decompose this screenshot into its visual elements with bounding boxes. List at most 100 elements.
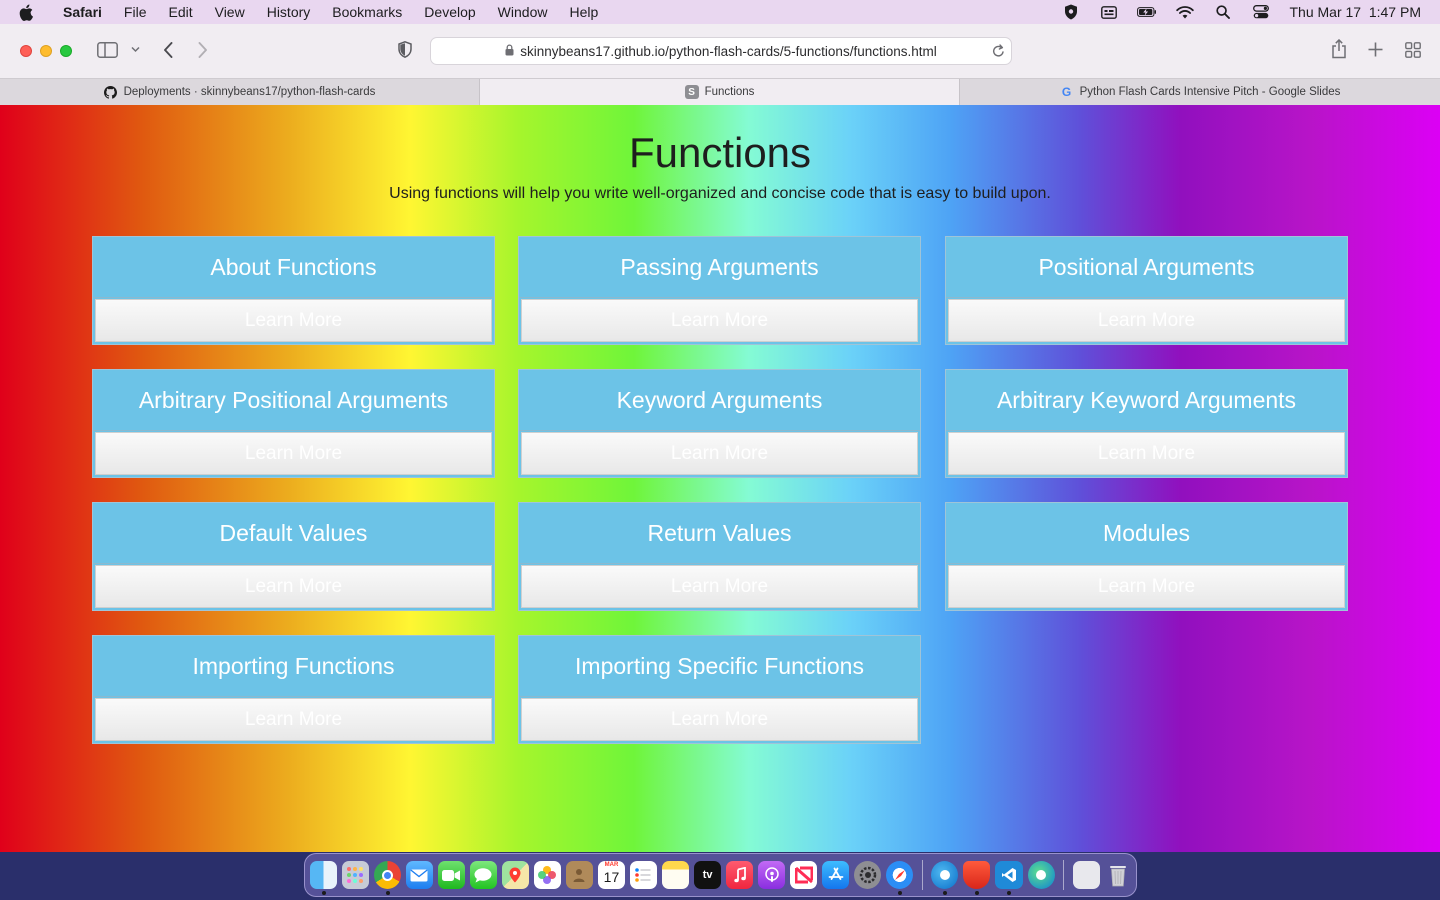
card-passing-arguments: Passing Arguments Learn More [518,236,921,345]
keyboard-input-icon[interactable] [1099,4,1119,20]
learn-more-button[interactable]: Learn More [521,565,918,608]
menu-file[interactable]: File [123,4,147,20]
calendar-day: 17 [603,869,620,885]
privacy-shield-icon[interactable] [398,41,412,58]
tab-functions[interactable]: S Functions [480,79,960,105]
s-favicon-icon: S [684,85,699,99]
tab-label: Deployments · skinnybeans17/python-flash… [123,86,376,98]
new-tab-plus-icon[interactable] [1368,42,1383,57]
learn-more-button[interactable]: Learn More [95,698,492,741]
card-return-values: Return Values Learn More [518,502,921,611]
finder-icon[interactable] [309,861,337,895]
address-bar[interactable]: skinnybeans17.github.io/python-flash-car… [430,37,1012,65]
menu-bar: Safari File Edit View History Bookmarks … [0,0,1440,24]
tab-overview-icon[interactable] [1405,42,1421,58]
photos-icon[interactable] [533,861,561,889]
learn-more-button[interactable]: Learn More [521,432,918,475]
close-window-button[interactable] [20,45,32,57]
tab-label: Functions [704,86,755,98]
messages-icon[interactable] [469,861,497,889]
edge-icon[interactable] [1027,861,1055,889]
news-icon[interactable] [790,861,818,889]
learn-more-button[interactable]: Learn More [521,698,918,741]
card-arbitrary-positional-arguments: Arbitrary Positional Arguments Learn Mor… [92,369,495,478]
learn-more-button[interactable]: Learn More [95,565,492,608]
card-title: Importing Functions [93,636,494,697]
contacts-icon[interactable] [565,861,593,889]
menu-edit[interactable]: Edit [168,4,193,20]
wifi-icon[interactable] [1175,4,1195,20]
card-title: About Functions [93,237,494,298]
menu-window[interactable]: Window [497,4,548,20]
menu-bookmarks[interactable]: Bookmarks [332,4,403,20]
menu-view[interactable]: View [214,4,245,20]
back-arrow-icon[interactable] [163,42,173,58]
vscode-icon[interactable] [995,861,1023,895]
brave-browser-icon[interactable] [963,861,991,895]
card-title: Return Values [519,503,920,564]
minimize-window-button[interactable] [40,45,52,57]
tab-group-chevron-down-icon[interactable] [131,46,140,53]
learn-more-button[interactable]: Learn More [948,432,1345,475]
learn-more-button[interactable]: Learn More [521,299,918,342]
apple-tv-icon[interactable]: tv [694,861,722,889]
card-importing-specific-functions: Importing Specific Functions Learn More [518,635,921,744]
edge-dev-icon[interactable] [931,861,959,895]
music-icon[interactable] [726,861,754,889]
learn-more-button[interactable]: Learn More [95,432,492,475]
page-subtitle: Using functions will help you write well… [389,185,1051,202]
clock[interactable]: Thu Mar 17 1:47 PM [1289,4,1421,20]
url-text: skinnybeans17.github.io/python-flash-car… [520,43,937,59]
forward-arrow-icon[interactable] [198,42,208,58]
dock-separator [921,860,923,890]
tab-google-slides[interactable]: G Python Flash Cards Intensive Pitch - G… [960,79,1440,105]
window-controls [20,45,72,57]
dock: MAR 17 tv [304,853,1137,897]
web-page: Functions Using functions will help you … [0,105,1440,852]
learn-more-button[interactable]: Learn More [948,565,1345,608]
learn-more-button[interactable]: Learn More [95,299,492,342]
downloads-folder-icon[interactable] [1072,861,1100,889]
share-icon[interactable] [1331,39,1347,59]
menu-app-safari[interactable]: Safari [63,4,102,20]
browser-toolbar: skinnybeans17.github.io/python-flash-car… [0,24,1440,78]
zoom-window-button[interactable] [60,45,72,57]
safari-icon[interactable] [886,861,914,895]
menu-help[interactable]: Help [569,4,599,20]
chrome-icon[interactable] [373,861,401,895]
battery-charging-icon[interactable] [1137,4,1157,20]
control-center-icon[interactable] [1251,4,1271,20]
app-store-icon[interactable] [822,861,850,889]
facetime-icon[interactable] [437,861,465,889]
mail-icon[interactable] [405,861,433,889]
sidebar-toggle-icon[interactable] [97,42,118,58]
system-preferences-icon[interactable] [854,861,882,889]
notes-icon[interactable] [662,861,690,889]
reminders-icon[interactable] [629,861,658,889]
trash-icon[interactable] [1105,861,1132,889]
spotlight-search-icon[interactable] [1213,4,1233,20]
github-icon [104,85,118,99]
menu-develop[interactable]: Develop [424,4,476,20]
card-keyword-arguments: Keyword Arguments Learn More [518,369,921,478]
card-positional-arguments: Positional Arguments Learn More [945,236,1348,345]
apple-menu-icon[interactable] [0,4,52,21]
card-importing-functions: Importing Functions Learn More [92,635,495,744]
card-modules: Modules Learn More [945,502,1348,611]
tab-deployments[interactable]: Deployments · skinnybeans17/python-flash… [0,79,480,105]
launchpad-icon[interactable] [341,861,369,889]
tab-bar: Deployments · skinnybeans17/python-flash… [0,78,1440,105]
calendar-icon[interactable]: MAR 17 [597,861,625,889]
card-title: Modules [946,503,1347,564]
vpn-shield-icon[interactable] [1061,4,1081,20]
learn-more-button[interactable]: Learn More [948,299,1345,342]
reload-icon[interactable] [992,44,1005,61]
card-title: Arbitrary Keyword Arguments [946,370,1347,431]
calendar-month: MAR [604,862,619,868]
maps-icon[interactable] [501,861,529,889]
menu-history[interactable]: History [266,4,311,20]
podcasts-icon[interactable] [758,861,786,889]
page-title: Functions [628,129,812,176]
card-default-values: Default Values Learn More [92,502,495,611]
tv-label: tv [702,869,713,881]
